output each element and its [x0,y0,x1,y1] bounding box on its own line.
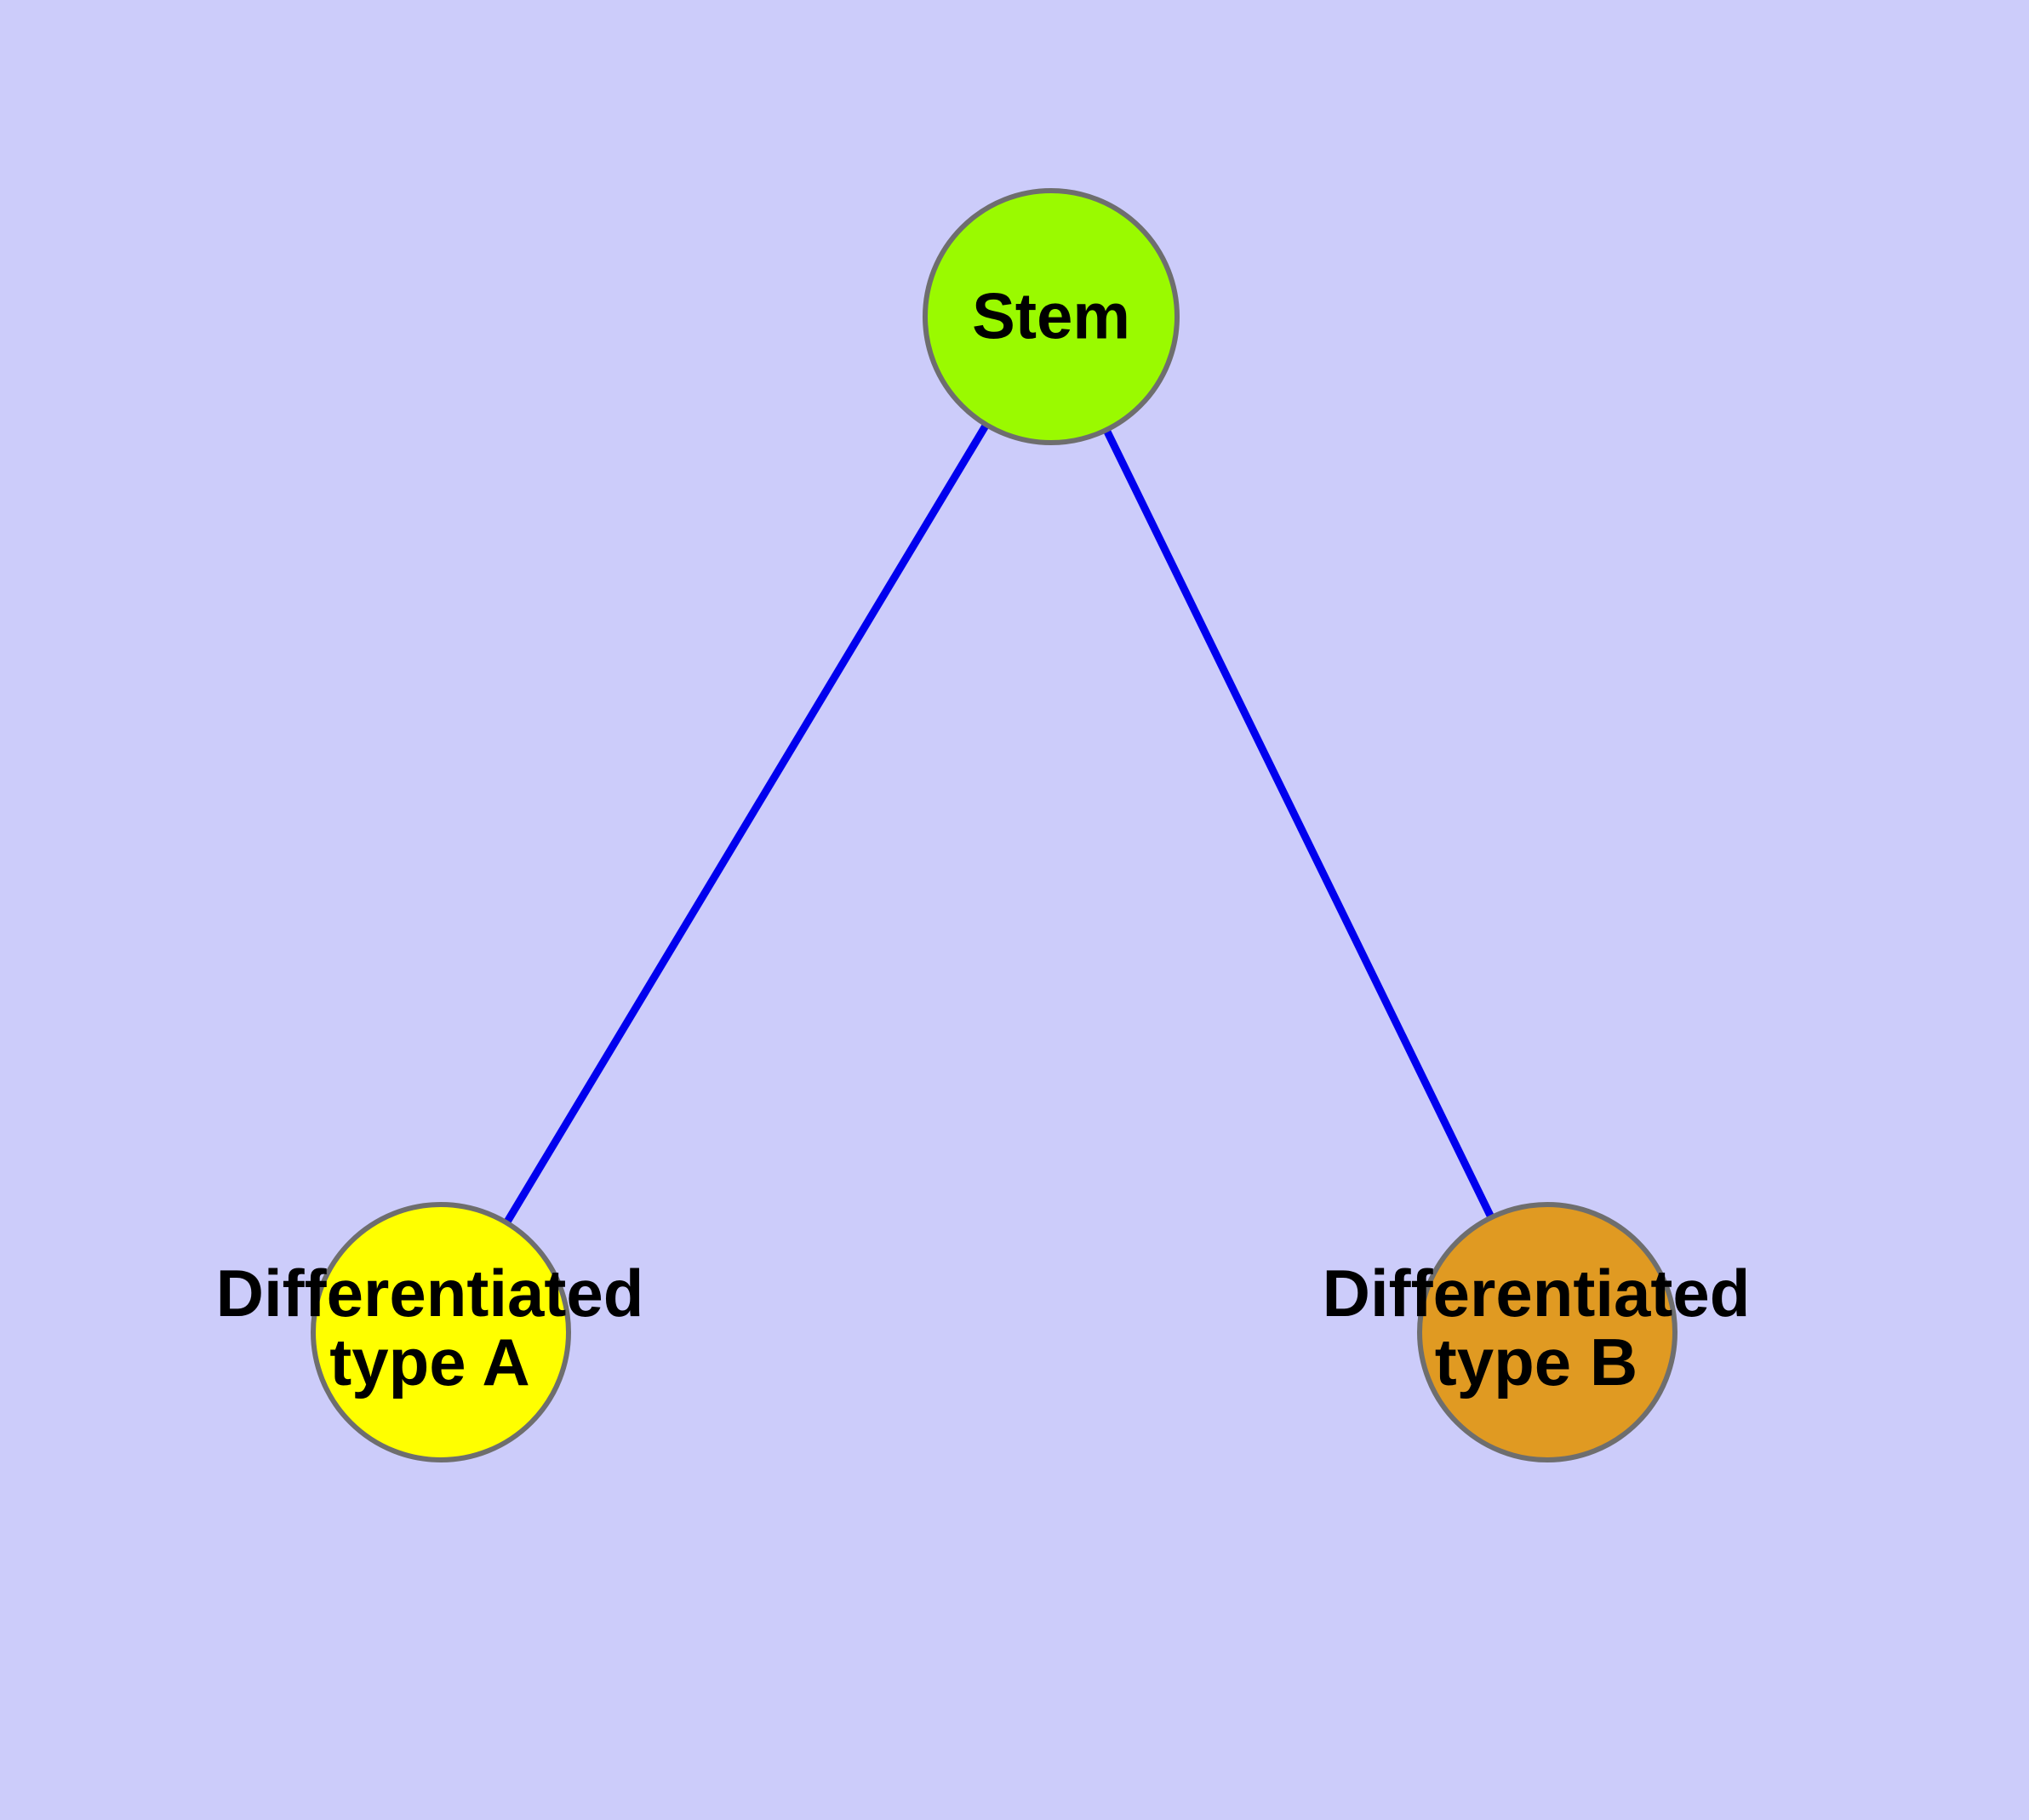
edge-stem-to-differentiated-type-b[interactable] [1102,427,1495,1220]
edges-group [503,422,1495,1225]
edge-stem-to-differentiated-type-a[interactable] [503,422,990,1225]
node-differentiated-type-a[interactable] [311,1202,571,1462]
node-stem[interactable] [923,188,1180,445]
nodes-group [311,188,1677,1462]
node-differentiated-type-b[interactable] [1417,1202,1677,1462]
